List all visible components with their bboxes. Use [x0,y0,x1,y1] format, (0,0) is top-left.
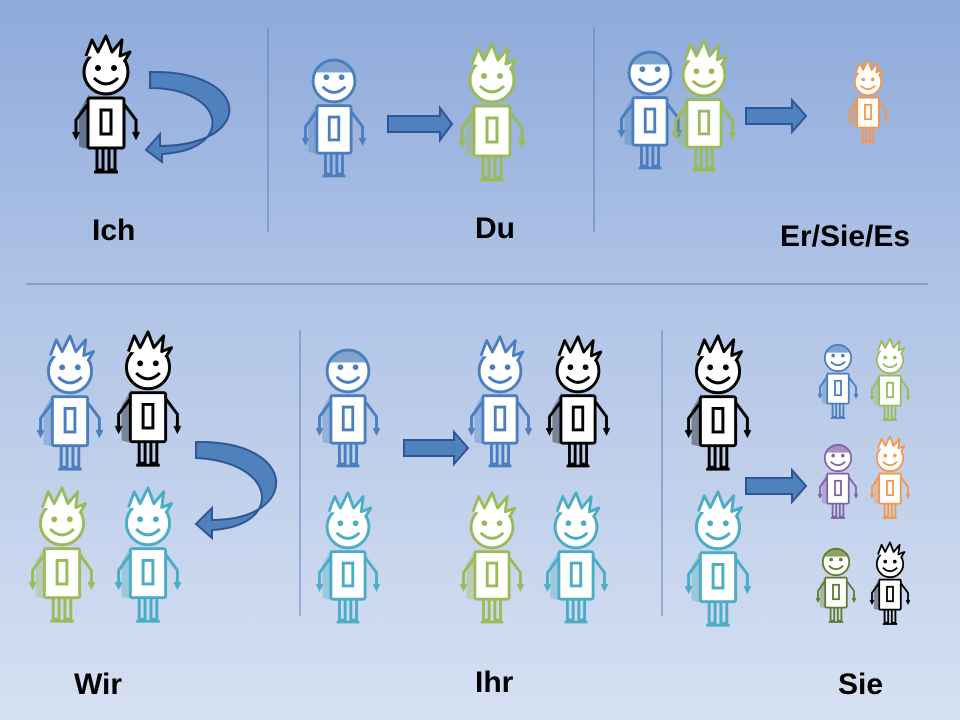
arrow-right-icon [387,105,454,143]
figure-sie-target-orange [869,435,911,519]
er-sie-es-panel [617,39,889,172]
label-ihr: Ihr [475,666,514,699]
label-er-sie-es: Er/Sie/Es [780,220,911,253]
arrow-right-icon [403,429,470,467]
figure-wir-black [114,330,182,467]
figure-ihr-target-blue [467,335,533,468]
dividers [26,28,928,616]
figure-wir-teal [114,486,182,623]
figure-sie-target-green [869,337,911,421]
label-du: Du [475,212,515,245]
figure-du-target [457,42,527,182]
figure-ihr-target-green [459,491,525,624]
figure-sie-speaker-teal [684,490,752,627]
ihr-panel [315,335,611,624]
figure-ihr-target-teal [543,491,609,624]
figure-ihr-target-black [545,335,611,468]
figure-wir-green [28,486,96,623]
label-wir: Wir [74,668,123,701]
figure-sie-target-darkgreen [815,547,857,623]
figure-ihr-speaker-teal [315,491,381,624]
figure-du-speaker [301,58,367,178]
figure-sie-target-blue [817,343,859,419]
label-sie: Sie [838,668,884,701]
label-ich: Ich [92,214,136,247]
wir-panel [28,330,278,623]
figure-er-speaker-blue [617,50,683,170]
figure-er-speaker-green [671,39,737,172]
figure-ich-self [71,34,141,174]
figure-er-target-orange [847,59,889,143]
du-panel [301,42,527,182]
figure-ihr-speaker-blue [315,348,381,468]
figure-sie-target-purple [817,443,859,519]
arrow-right-icon [745,467,808,505]
figure-wir-blue [36,334,104,471]
arrow-right-icon [745,97,808,135]
sie-panel [684,334,911,627]
figure-sie-target-black [869,541,911,625]
ich-panel [71,34,231,174]
curved-arrow-self-icon [144,70,231,164]
curved-arrow-self-icon [194,440,278,541]
figure-sie-speaker-black [684,334,752,471]
